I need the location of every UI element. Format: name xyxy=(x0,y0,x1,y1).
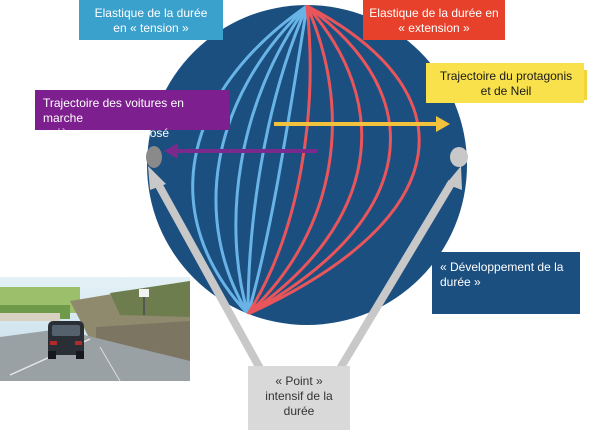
extension-meridian xyxy=(246,5,334,316)
car-on-road-photo xyxy=(0,277,190,381)
reverse-cars-label: Trajectoire des voitures en marche arriè… xyxy=(35,90,230,140)
extension-meridian xyxy=(246,5,421,316)
intensive-point-label: « Point » intensif de la durée xyxy=(248,366,350,430)
extension-meridian xyxy=(246,5,392,316)
pointer-arrowhead-left xyxy=(148,166,166,190)
extension-meridian xyxy=(246,5,364,316)
development-label: « Développement de la durée » xyxy=(432,252,580,314)
tension-meridian xyxy=(246,5,309,316)
development-label-line: « Développement de la xyxy=(440,260,564,274)
reverse-arrowhead xyxy=(164,143,178,159)
reverse-cars-label-line: arrière, en sens opposé xyxy=(43,126,170,140)
right-endpoint-marker xyxy=(450,147,468,167)
left-endpoint-marker xyxy=(146,146,162,168)
intensive-point-label-line: « Point » xyxy=(275,374,323,388)
extension-label: Elastique de la durée en « extension » xyxy=(363,0,505,40)
intensive-point-label-line: intensif de la xyxy=(265,389,333,403)
tension-meridian xyxy=(191,5,309,316)
extension-meridian xyxy=(246,5,312,316)
tension-label: Elastique de la durée en « tension » xyxy=(79,0,223,40)
extension-label-line: « extension » xyxy=(398,21,470,35)
extension-label-line: Elastique de la durée en xyxy=(369,6,499,20)
intensive-point-label-line: durée xyxy=(283,404,315,418)
protagonist-label: Trajectoire du protagonis et de Neil xyxy=(426,63,584,103)
tension-label-line: Elastique de la durée xyxy=(94,6,208,20)
protagonist-label-line: et de Neil xyxy=(480,84,532,98)
pointer-arrow-left xyxy=(153,180,266,374)
development-label-line: durée » xyxy=(440,275,481,289)
protagonist-label-line: Trajectoire du protagonis xyxy=(439,69,573,83)
pointer-arrowhead-right xyxy=(446,166,462,190)
tension-meridian xyxy=(234,5,309,316)
protagonist-arrowhead xyxy=(436,116,450,132)
pointer-arrow-right xyxy=(334,179,456,375)
reverse-cars-label-line: Trajectoire des voitures en marche xyxy=(43,96,184,125)
tension-meridian xyxy=(214,5,309,316)
tension-label-line: en « tension » xyxy=(113,21,189,35)
tension-meridian xyxy=(246,5,309,316)
